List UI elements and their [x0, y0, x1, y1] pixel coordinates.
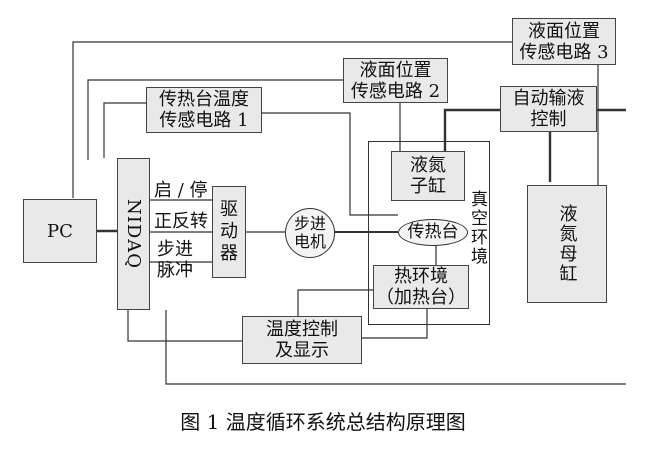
figure-caption: 图 1 温度循环系统总结构原理图: [180, 410, 466, 434]
level-sensor-3-box: 液面位置 传感电路 3: [512, 18, 616, 65]
sub-tank-label: 液氮 子缸: [410, 155, 446, 197]
mother-tank-box: 液氮母缸: [527, 185, 607, 303]
level-sensor-2-box: 液面位置 传感电路 2: [343, 58, 448, 103]
line-thermal-ctrl: [297, 289, 373, 316]
heat-stage-label: 传热台: [407, 222, 459, 242]
line-bottom: [165, 310, 626, 385]
temp-ctrl-box: 温度控制 及显示: [242, 316, 362, 364]
line-pc-sensor3: [72, 41, 512, 198]
nidaq-label: NIDAQ: [123, 198, 144, 270]
vacuum-chamber: [368, 141, 490, 325]
line-nidaq-sensor1: [103, 102, 146, 158]
auto-refill-box: 自动输液 控制: [500, 86, 597, 132]
nidaq-box: NIDAQ: [117, 158, 150, 310]
driver-label: 驱 动 器: [220, 199, 238, 264]
driver-box: 驱 动 器: [212, 186, 246, 278]
direction-label: 正反转: [154, 211, 208, 232]
motor-label: 步进 电机: [293, 214, 326, 251]
line-thermal-ctrl-2: [362, 309, 428, 339]
line-ctrl-nidaq: [127, 310, 242, 342]
line-sensor1-stage: [262, 112, 398, 216]
heat-stage-ellipse: 传热台: [398, 219, 468, 246]
vacuum-label: 真空环境: [467, 190, 487, 266]
temp-ctrl-label: 温度控制 及显示: [266, 319, 338, 361]
level-sensor-2-label: 液面位置 传感电路 2: [350, 59, 441, 102]
pc-label: PC: [47, 220, 73, 242]
start-stop-label: 启 / 停: [154, 180, 208, 201]
stage-sensor-box: 传热台温度 传感电路 1: [146, 87, 262, 133]
level-sensor-3-label: 液面位置 传感电路 3: [519, 20, 609, 63]
line-nidaq-sensor2: [87, 79, 343, 160]
motor-ellipse: 步进 电机: [285, 208, 335, 258]
pulse-label: 步进 脉冲: [157, 239, 193, 281]
thermal-env-box: 热环境 （加热台）: [373, 265, 469, 309]
pc-box: PC: [23, 199, 97, 263]
auto-refill-label: 自动输液 控制: [512, 88, 585, 130]
thermal-env-label: 热环境 （加热台）: [376, 266, 466, 308]
stage-sensor-label: 传热台温度 传感电路 1: [159, 89, 249, 131]
mother-tank-label: 液氮母缸: [556, 204, 578, 284]
sub-tank-box: 液氮 子缸: [391, 151, 465, 201]
